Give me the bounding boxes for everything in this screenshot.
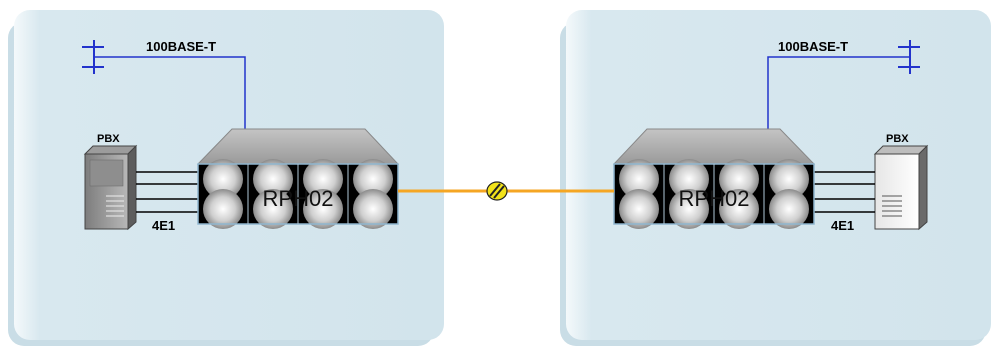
left-ethernet-line <box>94 56 246 130</box>
right-pbx-icon <box>873 144 929 231</box>
right-e1-lines <box>814 171 875 213</box>
left-e1-label: 4E1 <box>152 218 175 233</box>
radio-link-icon <box>486 181 508 201</box>
right-device-label: RPH02 <box>679 186 750 211</box>
right-ethernet-line <box>767 56 910 130</box>
left-pbx-icon <box>83 144 138 231</box>
right-pbx-label: PBX <box>886 133 909 145</box>
left-e1-lines <box>136 171 198 213</box>
left-device-label: RPH02 <box>263 186 334 211</box>
right-rph02-device <box>612 128 816 229</box>
left-ethernet-label: 100BASE-T <box>146 39 216 54</box>
right-e1-label: 4E1 <box>831 218 854 233</box>
left-pbx-label: PBX <box>97 133 120 145</box>
right-site: 100BASE-T PBX 4E1 <box>560 10 991 346</box>
right-ethernet-label: 100BASE-T <box>778 39 848 54</box>
left-site: 100BASE-T PBX 4E1 <box>8 10 444 346</box>
left-rph02-device <box>196 128 400 229</box>
